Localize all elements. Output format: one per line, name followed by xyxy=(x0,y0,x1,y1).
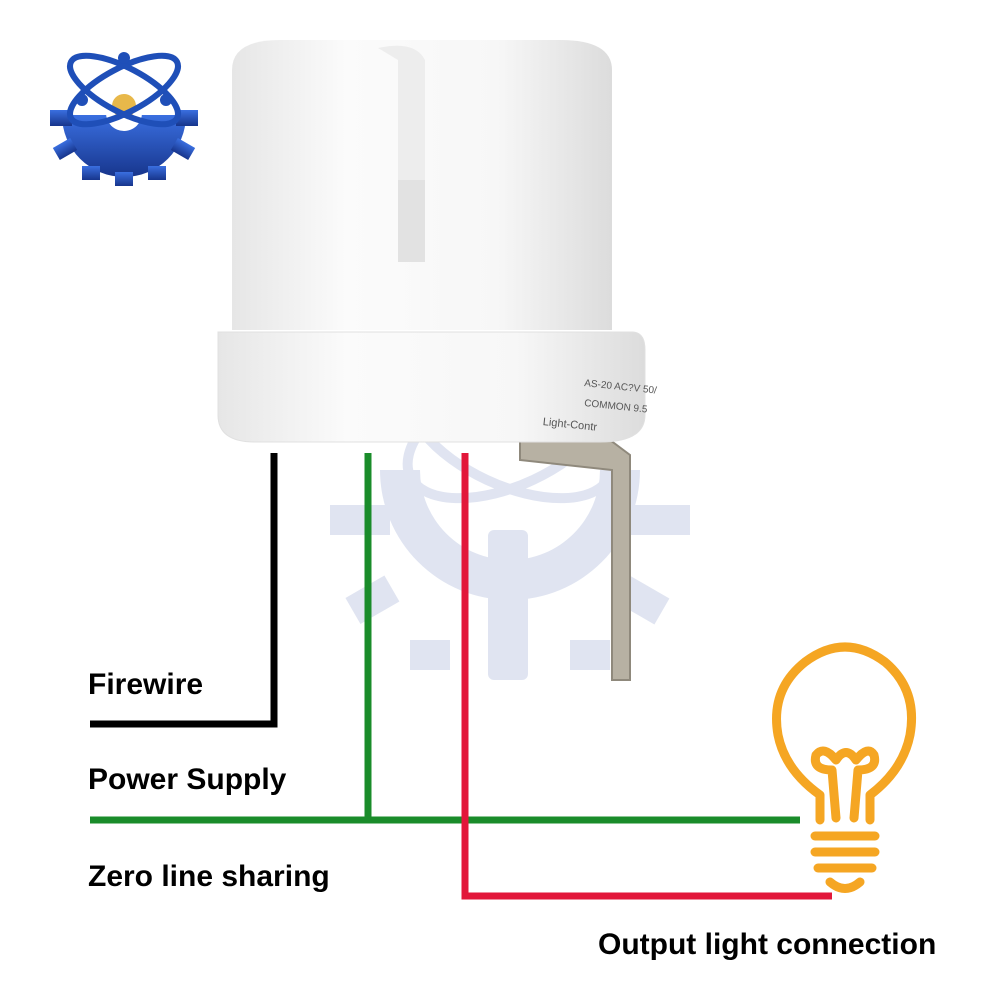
firewire-wire xyxy=(90,453,278,728)
output-light-connection-label: Output light connection xyxy=(598,928,937,961)
watermark-logo-icon xyxy=(330,356,690,680)
zero-line-sharing-label: Zero line sharing xyxy=(88,860,330,893)
power-supply-label: Power Supply xyxy=(88,763,287,796)
light-bulb-icon xyxy=(772,642,917,893)
logo-icon xyxy=(50,52,198,186)
output-wire xyxy=(461,453,832,900)
firewire-label: Firewire xyxy=(88,668,204,701)
photocell-sensor-icon xyxy=(217,40,646,681)
sensor-print-line1: Light-Contr xyxy=(542,416,598,434)
